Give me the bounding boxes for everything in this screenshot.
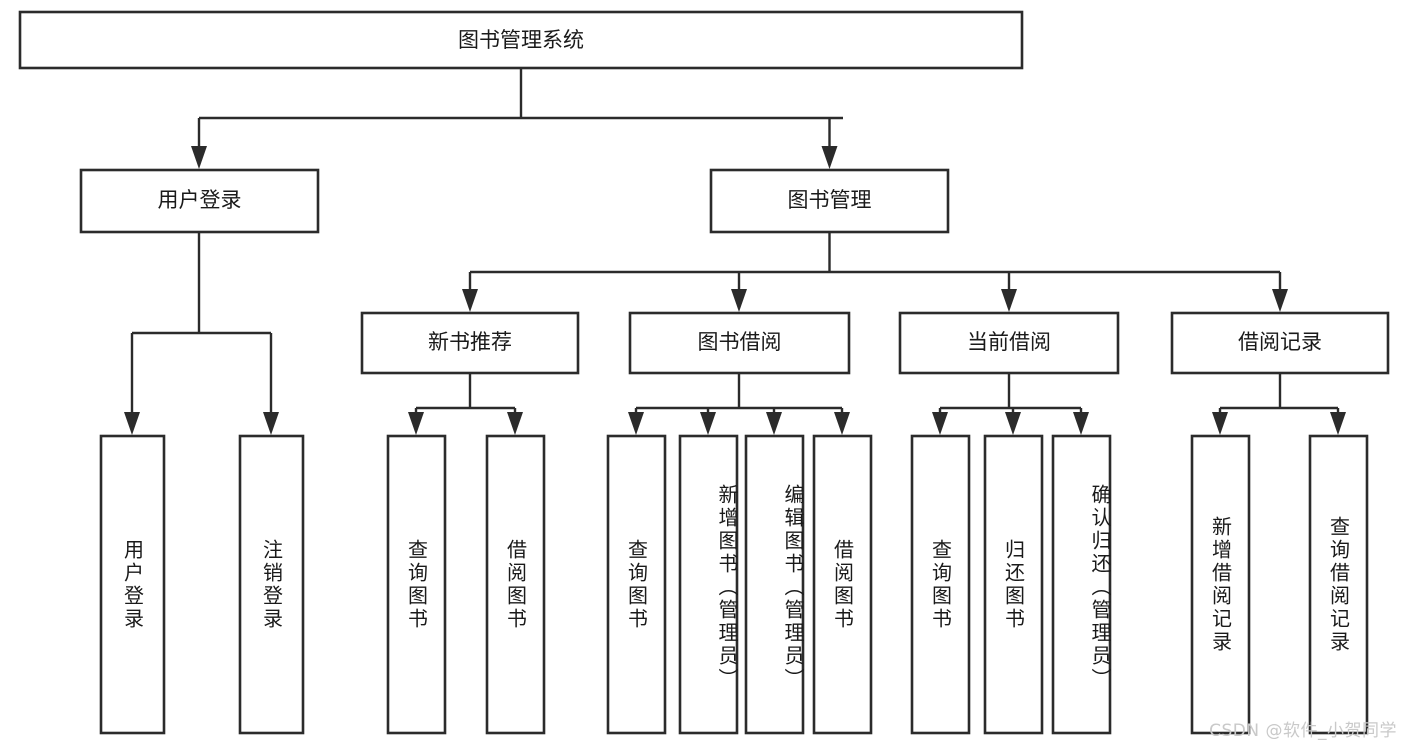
arrow-to-leaf-query-book-2 bbox=[628, 412, 644, 435]
arrow-to-leaf-edit-book-admin bbox=[766, 412, 782, 435]
arrow-to-leaf-borrow-book-1 bbox=[507, 412, 523, 435]
node-box-leaf-query-book-1[interactable] bbox=[386, 434, 447, 735]
node-box-leaf-edit-book-admin[interactable] bbox=[744, 434, 805, 735]
arrow-to-leaf-logout-login bbox=[263, 412, 279, 435]
arrow-to-leaf-add-borrow-record bbox=[1212, 412, 1228, 435]
connector-root-trunk bbox=[197, 68, 843, 148]
node-box-root[interactable] bbox=[18, 10, 1024, 70]
node-label-borrow-record: 借阅记录 bbox=[1238, 330, 1322, 354]
arrow-to-book-manage bbox=[821, 146, 838, 169]
connector-book-borrow-trunk bbox=[634, 373, 844, 414]
arrow-to-current-borrow bbox=[1001, 289, 1017, 312]
connector-book-manage-trunk bbox=[468, 232, 1282, 291]
node-label-book-manage: 图书管理 bbox=[788, 188, 872, 212]
arrow-to-leaf-query-borrow-record bbox=[1330, 412, 1346, 435]
node-box-leaf-add-book-admin[interactable] bbox=[678, 434, 739, 735]
node-box-leaf-logout-login[interactable] bbox=[238, 434, 305, 735]
connector-layer bbox=[130, 68, 1340, 414]
connector-user-login-trunk bbox=[130, 232, 273, 414]
node-box-leaf-query-book-2[interactable] bbox=[606, 434, 667, 735]
arrow-to-leaf-user-login bbox=[124, 412, 140, 435]
node-box-borrow-record[interactable] bbox=[1170, 311, 1390, 375]
node-box-leaf-add-borrow-record[interactable] bbox=[1190, 434, 1251, 735]
node-box-new-book-recommend[interactable] bbox=[360, 311, 580, 375]
node-box-current-borrow[interactable] bbox=[898, 311, 1120, 375]
node-label-root: 图书管理系统 bbox=[458, 28, 584, 52]
arrow-to-borrow-record bbox=[1272, 289, 1288, 312]
node-box-leaf-query-borrow-record[interactable] bbox=[1308, 434, 1369, 735]
arrow-to-new-book-recommend bbox=[462, 289, 478, 312]
node-box-leaf-confirm-return-admin[interactable] bbox=[1051, 434, 1112, 735]
arrow-to-leaf-borrow-book-2 bbox=[834, 412, 850, 435]
connector-current-borrow-trunk bbox=[938, 373, 1083, 414]
node-box-book-manage[interactable] bbox=[709, 168, 950, 234]
arrow-to-book-borrow bbox=[731, 289, 747, 312]
node-box-leaf-return-book[interactable] bbox=[983, 434, 1044, 735]
arrow-to-leaf-query-book-1 bbox=[408, 412, 424, 435]
arrow-to-user-login bbox=[191, 146, 207, 169]
node-label-book-borrow: 图书借阅 bbox=[698, 330, 782, 354]
node-label-new-book-recommend: 新书推荐 bbox=[428, 330, 512, 354]
node-box-leaf-query-book-3[interactable] bbox=[910, 434, 971, 735]
node-box-user-login[interactable] bbox=[79, 168, 320, 234]
arrow-to-leaf-add-book-admin bbox=[700, 412, 716, 435]
arrow-to-leaf-query-book-3 bbox=[932, 412, 948, 435]
connector-new-book-recommend-trunk bbox=[414, 373, 517, 414]
node-layer: 图书管理系统 用户登录 图书管理 新书推荐 图书借阅 当前借阅 借阅记录 bbox=[18, 10, 1390, 735]
arrow-to-leaf-return-book bbox=[1005, 412, 1021, 435]
watermark-text: CSDN @软件_小贺同学 bbox=[1209, 721, 1397, 741]
arrow-to-leaf-confirm-return-admin bbox=[1073, 412, 1089, 435]
node-box-leaf-borrow-book-2[interactable] bbox=[812, 434, 873, 735]
node-box-book-borrow[interactable] bbox=[628, 311, 851, 375]
node-box-leaf-borrow-book-1[interactable] bbox=[485, 434, 546, 735]
node-label-user-login: 用户登录 bbox=[158, 188, 242, 212]
node-box-leaf-user-login[interactable] bbox=[99, 434, 166, 735]
arrowhead-layer bbox=[124, 146, 1346, 435]
connector-borrow-record-trunk bbox=[1218, 373, 1340, 414]
node-label-current-borrow: 当前借阅 bbox=[967, 330, 1051, 354]
